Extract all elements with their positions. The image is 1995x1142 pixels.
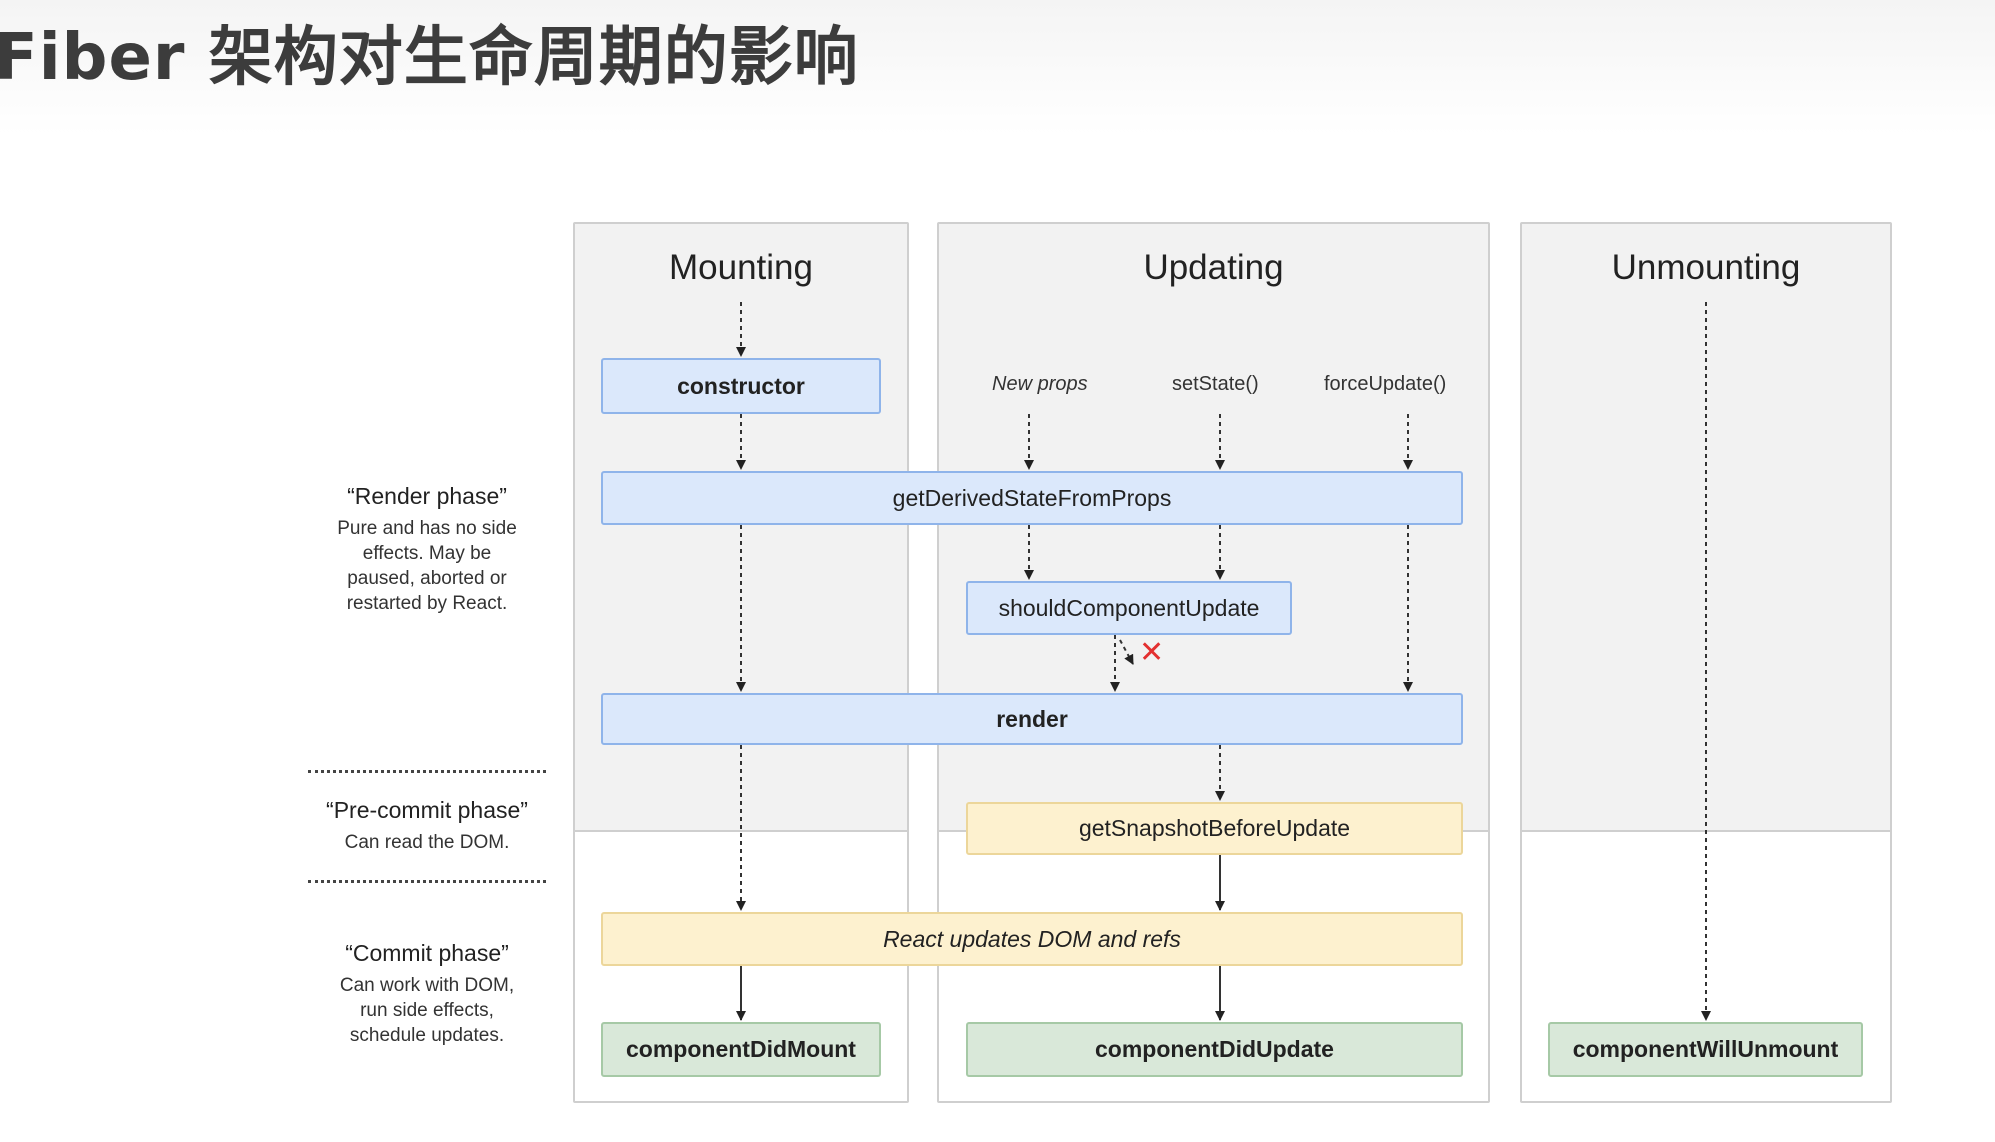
commit-phase-line: schedule updates. <box>349 1025 505 1046</box>
pre-commit-phase-title: “Pre-commit phase” <box>326 797 528 823</box>
render-phase-line: paused, aborted or <box>347 568 507 589</box>
render-phase-title: “Render phase” <box>347 483 507 509</box>
get-snapshot-before-update-node: getSnapshotBeforeUpdate <box>966 802 1463 855</box>
commit-phase-description: Can work with DOM, run side effects, sch… <box>308 973 546 1048</box>
page-title: Fiber 架构对生命周期的影响 <box>0 21 859 95</box>
render-phase-description: Pure and has no side effects. May be pau… <box>308 516 546 616</box>
header-background <box>0 0 1995 135</box>
pre-commit-phase-description: Can read the DOM. <box>308 830 546 855</box>
cancel-x-icon: ✕ <box>1139 635 1165 670</box>
component-did-mount-node: componentDidMount <box>601 1022 881 1077</box>
unmounting-column-title: Unmounting <box>1611 248 1801 287</box>
constructor-node: constructor <box>601 358 881 414</box>
arrow-scu-cancel <box>1119 639 1134 665</box>
render-node: render <box>601 693 1463 745</box>
render-phase-line: restarted by React. <box>346 593 508 614</box>
phase-divider <box>308 880 546 883</box>
commit-phase-label: “Commit phase” Can work with DOM, run si… <box>308 940 546 1048</box>
mounting-column-title: Mounting <box>669 248 813 287</box>
component-will-unmount-node: componentWillUnmount <box>1548 1022 1863 1077</box>
commit-phase-title: “Commit phase” <box>345 940 509 966</box>
phase-divider <box>308 770 546 773</box>
get-derived-state-from-props-node: getDerivedStateFromProps <box>601 471 1463 525</box>
pre-commit-phase-label: “Pre-commit phase” Can read the DOM. <box>308 797 546 855</box>
set-state-trigger: setState() <box>1172 373 1259 395</box>
new-props-trigger: New props <box>992 373 1088 395</box>
force-update-trigger: forceUpdate() <box>1324 373 1447 395</box>
render-phase-line: Pure and has no side <box>337 518 517 539</box>
commit-phase-line: run side effects, <box>360 1000 494 1021</box>
component-did-update-node: componentDidUpdate <box>966 1022 1463 1077</box>
react-updates-dom-node: React updates DOM and refs <box>601 912 1463 966</box>
pre-commit-phase-line: Can read the DOM. <box>344 832 510 853</box>
should-component-update-node: shouldComponentUpdate <box>966 581 1292 635</box>
commit-phase-line: Can work with DOM, <box>339 975 515 996</box>
updating-column-title: Updating <box>1143 248 1284 287</box>
render-phase-line: effects. May be <box>362 543 492 564</box>
render-phase-label: “Render phase” Pure and has no side effe… <box>308 483 546 616</box>
